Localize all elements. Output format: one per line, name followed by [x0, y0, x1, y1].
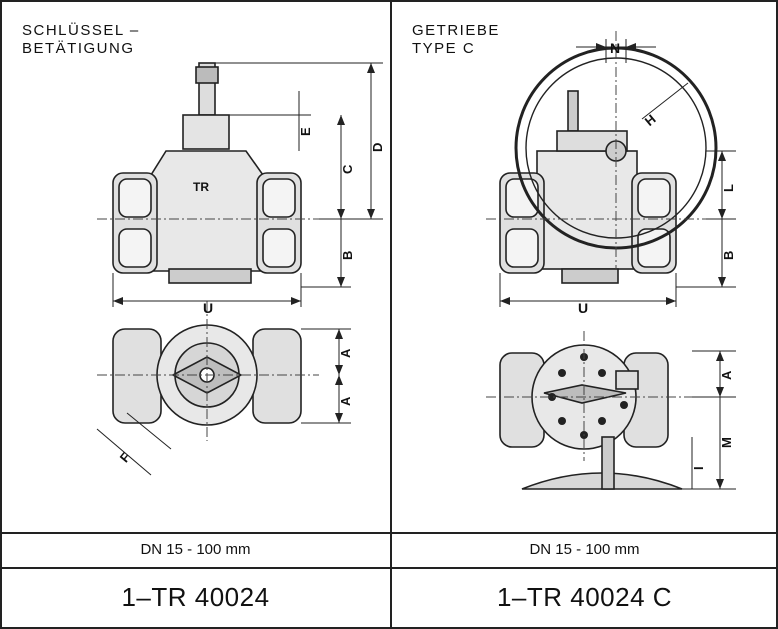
dim-label-F: F — [117, 450, 134, 466]
dim-label-U: U — [203, 300, 213, 316]
left-valve-drawing: TR D E C B U A A F — [96, 62, 385, 476]
right-title-line1: GETRIEBE — [412, 22, 500, 39]
gear-valve-body — [536, 150, 638, 270]
dim-label-E: E — [298, 127, 313, 136]
dim-label-B: B — [340, 251, 355, 260]
right-panel-title: GETRIEBE TYPE C — [412, 22, 500, 58]
right-range-text: DN 15 - 100 mm — [529, 541, 640, 558]
left-plan-nut — [112, 328, 162, 424]
left-range-cell: DN 15 - 100 mm — [0, 533, 391, 568]
right-range-cell: DN 15 - 100 mm — [391, 533, 778, 568]
dim-label-U-right: U — [578, 300, 588, 316]
right-title-line2: TYPE C — [412, 40, 476, 57]
dim-label-L: L — [721, 184, 736, 192]
right-plan-nut — [252, 328, 302, 424]
dim-label-D: D — [370, 143, 385, 152]
valve-body — [150, 150, 264, 272]
valve-bottom-plug — [168, 268, 252, 284]
dim-label-M: M — [719, 437, 734, 448]
dim-label-C: C — [340, 164, 355, 174]
dim-label-H: H — [642, 111, 659, 129]
dim-label-I: I — [691, 466, 706, 470]
dim-label-N: N — [610, 40, 620, 56]
left-title-line1: SCHLÜSSEL – — [22, 22, 140, 39]
dim-label-A-right: A — [719, 370, 734, 380]
right-model-code: 1–TR 40024 C — [496, 582, 673, 612]
dim-label-A1: A — [338, 348, 353, 358]
left-range-text: DN 15 - 100 mm — [140, 541, 251, 558]
left-model-code: 1–TR 40024 — [121, 582, 270, 612]
valve-top-cap — [182, 114, 230, 150]
left-logo: TR — [193, 180, 209, 194]
left-code-cell: 1–TR 40024 — [0, 568, 391, 629]
left-title-line2: BETÄTIGUNG — [22, 40, 135, 57]
left-panel-title: SCHLÜSSEL – BETÄTIGUNG — [22, 22, 140, 58]
right-code-cell: 1–TR 40024 C — [391, 568, 778, 629]
right-valve-drawing: N H L B U A M I — [486, 31, 736, 490]
dim-label-B-right: B — [721, 251, 736, 260]
dim-label-A2: A — [338, 396, 353, 406]
